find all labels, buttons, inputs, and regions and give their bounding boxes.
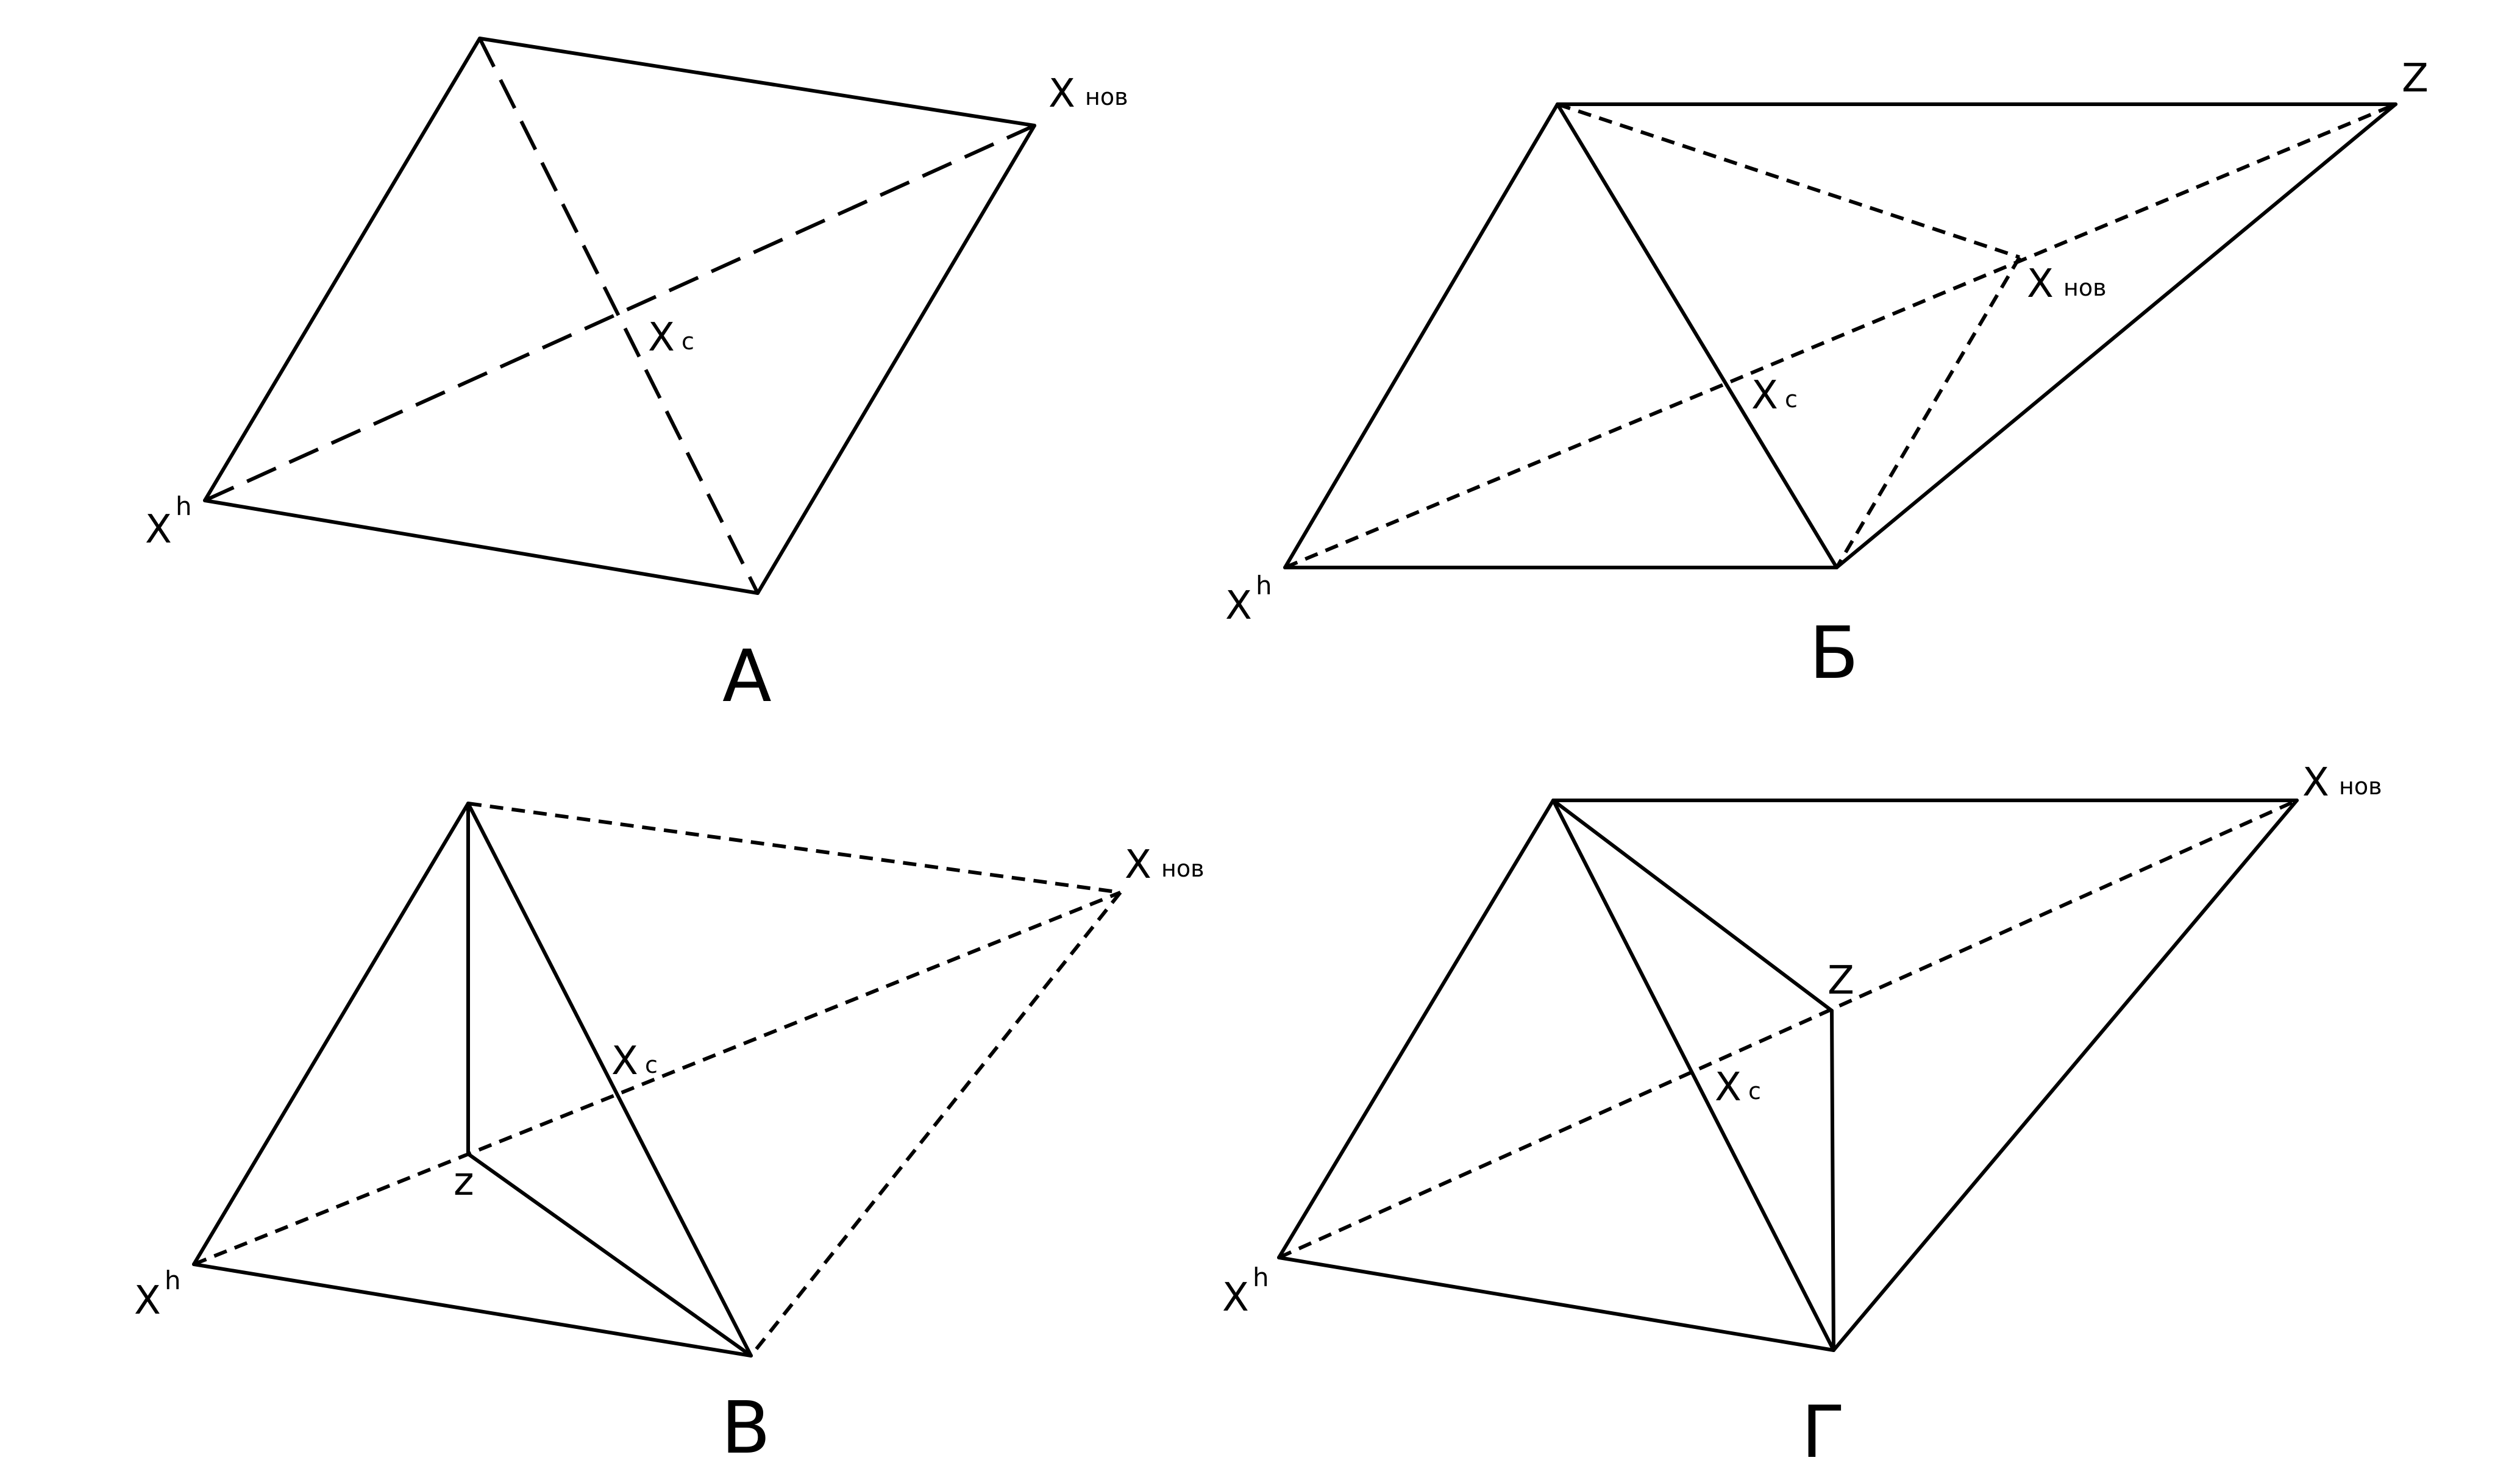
panel-label-a: А [722, 634, 772, 718]
panel-g: X h X нов Z X c Г [1222, 760, 2382, 1474]
dash-b-xh-z [1284, 102, 2397, 569]
label-b-z: Z [2402, 56, 2429, 101]
diagonal-a-2 [204, 124, 1036, 502]
edge-g-middle [1551, 799, 1835, 1352]
label-a-xc-sub: c [682, 328, 694, 355]
label-g-xc: X [1715, 1065, 1742, 1110]
label-b-xh-sup: h [1256, 571, 1272, 600]
dash-v-xnew-bottom [749, 891, 1122, 1357]
panel-label-v: В [721, 1386, 771, 1470]
edge-b-middle [1556, 102, 1838, 569]
label-g-xnew-sub: нов [2339, 773, 2382, 800]
edge-a-left [203, 37, 482, 502]
dash-b-xnew-bottom [1835, 256, 2021, 569]
edge-b-right [1835, 102, 2397, 569]
label-g-z: Z [1828, 958, 1854, 1003]
edge-a-bottom [203, 499, 760, 595]
label-b-xnew: X [2027, 262, 2054, 307]
label-g-xh-sup: h [1253, 1262, 1269, 1292]
label-g-xnew: X [2302, 760, 2329, 805]
label-b-xh: X [1225, 583, 1252, 628]
dash-v-xh-xnew [193, 891, 1122, 1266]
label-v-xh-sup: h [165, 1265, 181, 1295]
label-b-xc-sub: c [1785, 386, 1798, 413]
label-v-xnew-sub: нов [1161, 855, 1205, 882]
edge-g-top-z [1551, 799, 1834, 1013]
label-a-xnew-sub: нов [1085, 84, 1128, 110]
panel-v: X h X нов X c z В [134, 802, 1205, 1470]
edge-v-left [192, 802, 470, 1266]
label-v-xc-sub: c [645, 1052, 658, 1078]
edge-g-right [1832, 799, 2299, 1352]
label-a-xc: X [648, 315, 675, 360]
label-v-xnew: X [1125, 842, 1151, 888]
label-v-xc: X [611, 1039, 638, 1084]
panel-a: X h X нов X c А [145, 37, 1128, 718]
label-v-xh: X [134, 1278, 161, 1323]
panel-label-b: Б [1809, 611, 1859, 695]
label-a-xh: X [145, 507, 172, 552]
edge-b-left [1283, 102, 1559, 569]
edge-g-vertical [1830, 1009, 1835, 1352]
panel-label-g: Г [1801, 1390, 1845, 1474]
edge-v-z-bottom [466, 1152, 753, 1358]
panel-b: X h Z X нов X c Б [1225, 56, 2429, 695]
label-v-z: z [454, 1159, 474, 1205]
diagonal-a-1 [478, 37, 760, 594]
label-g-xc-sub: c [1748, 1078, 1761, 1105]
edge-a-right [756, 124, 1036, 595]
label-b-xnew-sub: нов [2063, 274, 2107, 301]
edge-a-top [478, 37, 1036, 127]
edge-v-bottom [192, 1262, 753, 1358]
dash-b-top-xnew [1557, 102, 2020, 259]
edge-v-middle [466, 802, 753, 1358]
dash-g-xh-xnew [1278, 799, 2298, 1259]
label-g-xh: X [1222, 1275, 1249, 1320]
dash-v-top-xnew [468, 802, 1121, 894]
edge-g-left [1277, 799, 1555, 1259]
label-a-xh-sup: h [176, 491, 192, 521]
label-b-xc: X [1751, 373, 1778, 418]
label-a-xnew: X [1048, 71, 1075, 116]
edge-g-bottom [1277, 1256, 1835, 1352]
